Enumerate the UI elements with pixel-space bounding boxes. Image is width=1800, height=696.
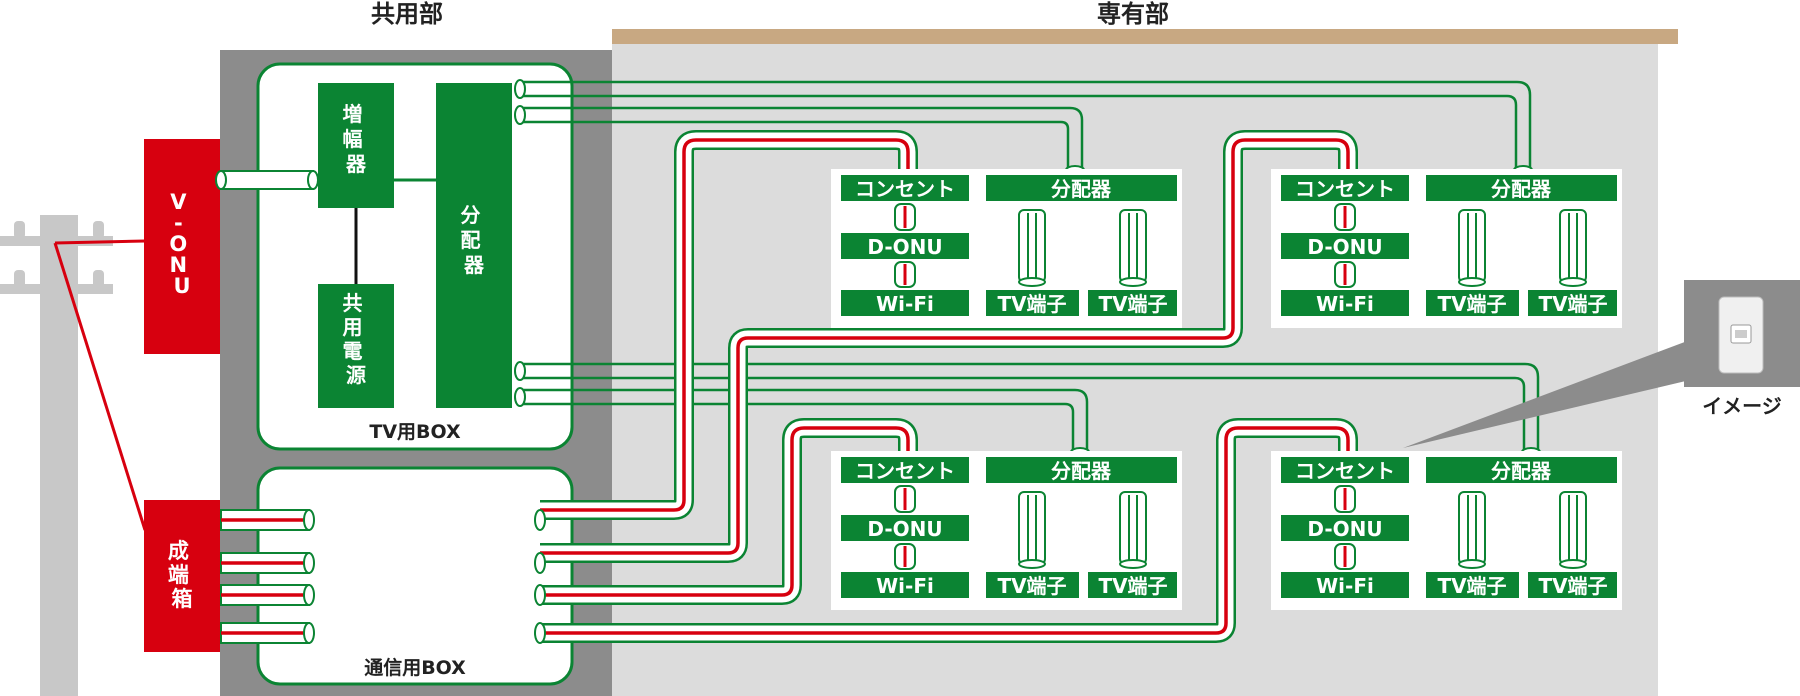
tv-terminal-bar [1426,290,1519,316]
tv-terminal-bar [1528,290,1617,316]
outlet-bar [1281,175,1409,201]
tv-terminal-bar [1088,290,1177,316]
tv-box-label: TV用BOX [369,421,461,443]
tv-terminal-bar [1426,572,1519,598]
splitter-label: 分配器 [1051,459,1112,483]
v-onu-box [144,139,220,354]
wifi-bar [1281,290,1409,316]
tv-terminal-label: TV端子 [1437,292,1506,316]
wifi-bar [841,572,969,598]
outlet-label: コンセント [855,177,955,201]
unit-panel-4: コンセント 分配器 D-ONU Wi-Fi TV端子 TV端子 [1271,451,1622,610]
tv-terminal-label: TV端子 [997,292,1066,316]
tv-terminal-bar [986,290,1079,316]
wifi-label: Wi-Fi [876,574,934,598]
splitter-bar [1426,175,1617,201]
outlet-bar [841,175,969,201]
roof-bar [612,29,1678,44]
onu-bar [1281,515,1409,541]
fiber-cable-routes [540,130,1358,643]
splitter-label: 分配器 [1051,177,1112,201]
tv-terminal-label: TV端子 [1538,292,1607,316]
termination-box [144,500,220,652]
outlet-bar [841,457,969,483]
outlet-bar [1281,457,1409,483]
splitter-label: 分配器 [1491,177,1552,201]
main-splitter-label: 分 配 器 [461,203,488,277]
main-splitter-block [436,83,512,408]
splitter-bar [986,457,1177,483]
amplifier-label: 増 幅 器 [343,102,370,176]
onu-bar [1281,233,1409,259]
outlet-label: コンセント [1295,177,1395,201]
private-area-label: 専有部 [1097,0,1169,28]
unit-panel-2: コンセント 分配器 D-ONU Wi-Fi TV端子 TV端子 [1271,169,1622,328]
onu-label: D-ONU [867,235,942,259]
unit-panel-3: コンセント 分配器 D-ONU Wi-Fi TV端子 TV端子 [831,451,1182,610]
tv-terminal-bar [1088,572,1177,598]
shared-power-label: 共 用 電 源 [343,291,370,387]
tv-terminal-label: TV端子 [1538,574,1607,598]
onu-label: D-ONU [1307,235,1382,259]
tv-terminal-label: TV端子 [1098,574,1167,598]
wifi-bar [1281,572,1409,598]
onu-label: D-ONU [1307,517,1382,541]
tv-terminal-label: TV端子 [997,574,1066,598]
splitter-bar [1426,457,1617,483]
comm-box [256,466,574,686]
tv-terminal-bar [1528,572,1617,598]
wifi-label: Wi-Fi [1316,574,1374,598]
tv-cable-routes [520,80,1540,452]
unit-panel-1: コンセント 分配器 D-ONU Wi-Fi TV端子 TV端子 [831,169,1182,328]
outlet-label: コンセント [855,459,955,483]
utility-pole [0,215,113,696]
splitter-bar [986,175,1177,201]
outlet-label: コンセント [1295,459,1395,483]
image-caption: イメージ [1702,394,1782,418]
wifi-label: Wi-Fi [876,292,934,316]
tv-terminal-label: TV端子 [1098,292,1167,316]
wifi-label: Wi-Fi [1316,292,1374,316]
onu-label: D-ONU [867,517,942,541]
fiber-stubs [220,509,546,644]
termination-box-label: 成 端 箱 [168,539,196,611]
onu-bar [841,233,969,259]
tv-terminal-bar [986,572,1079,598]
shared-area-label: 共用部 [371,0,443,28]
shared-power-block [318,284,394,408]
onu-bar [841,515,969,541]
tv-terminal-label: TV端子 [1437,574,1506,598]
v-onu-label: V - O N U [169,190,194,298]
wifi-bar [841,290,969,316]
comm-box-label: 通信用BOX [364,656,466,679]
amplifier-block [318,83,394,208]
splitter-label: 分配器 [1491,459,1552,483]
callout-pointer [1403,340,1690,448]
